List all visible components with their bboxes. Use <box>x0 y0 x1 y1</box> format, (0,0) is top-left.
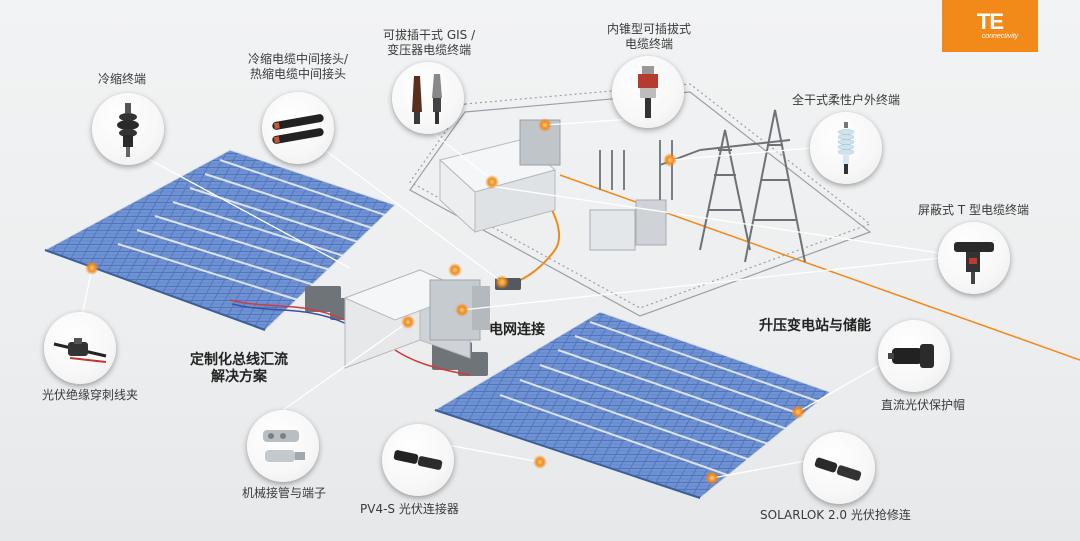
logo-subtitle: connectivity <box>981 33 1019 40</box>
piercing-clamp-icon <box>53 338 107 363</box>
pv-array-right <box>433 311 832 499</box>
solarlok-connector-callout[interactable] <box>803 432 875 504</box>
cold-shrink-termination-callout[interactable] <box>92 93 164 165</box>
substation-storage-label: 升压变电站与储能 <box>759 318 871 334</box>
transmission-towers <box>599 109 806 263</box>
cold-shrink-termination-label: 冷缩终端 <box>98 72 147 86</box>
inner-cone-termination-label: 内锥型可插拔式 电缆终端 <box>607 22 692 51</box>
bus-solution-label: 定制化总线汇流 解决方案 <box>190 352 288 385</box>
t-connector-icon <box>954 242 994 284</box>
dc-cap-callout[interactable] <box>878 320 950 392</box>
pv4s-connector-callout[interactable] <box>382 424 454 496</box>
mechanical-lug-callout[interactable] <box>247 410 319 482</box>
gis-termination-label: 可拔插干式 GIS / 变压器电缆终端 <box>383 28 476 57</box>
inner-cone-termination-callout[interactable] <box>612 56 684 128</box>
grid-connection-label: 电网连接 <box>489 322 545 338</box>
outdoor-termination-callout[interactable] <box>810 112 882 184</box>
outdoor-termination-label: 全干式柔性户外终端 <box>792 93 901 107</box>
gis-termination-icon <box>412 74 442 124</box>
piercing-clamp-label: 光伏绝缘穿刺线夹 <box>42 388 139 402</box>
te-logo: TE connectivity <box>942 0 1038 52</box>
dc-cables <box>229 299 471 376</box>
cable-joint-callout[interactable] <box>262 92 334 164</box>
gis-termination-callout[interactable] <box>392 62 464 134</box>
solarlok-connector-icon <box>814 457 862 481</box>
mechanical-lug-label: 机械接管与端子 <box>242 486 327 500</box>
inner-cone-termination-icon <box>638 66 658 118</box>
outdoor-termination-icon <box>837 122 855 174</box>
t-connector-label: 屏蔽式 T 型电缆终端 <box>918 203 1029 217</box>
cable-joint-label: 冷缩电缆中间接头/ 热缩电缆中间接头 <box>248 52 349 81</box>
cold-shrink-termination-icon <box>117 103 139 157</box>
mechanical-lug-icon <box>263 430 305 462</box>
cable-joint-icon <box>272 114 324 144</box>
solarlok-connector-label: SOLARLOK 2.0 光伏抢修连 <box>760 508 911 522</box>
piercing-clamp-callout[interactable] <box>44 312 116 384</box>
inverter-station <box>343 269 490 369</box>
pv4s-connector-icon <box>393 450 443 470</box>
logo-mark: TE <box>976 9 1004 34</box>
substation-buildings <box>438 119 667 251</box>
dc-cap-icon <box>888 344 934 368</box>
pv4s-connector-label: PV4-S 光伏连接器 <box>360 502 459 516</box>
hotspots <box>85 118 805 485</box>
t-connector-callout[interactable] <box>938 222 1010 294</box>
dc-cap-label: 直流光伏保护帽 <box>881 398 966 412</box>
